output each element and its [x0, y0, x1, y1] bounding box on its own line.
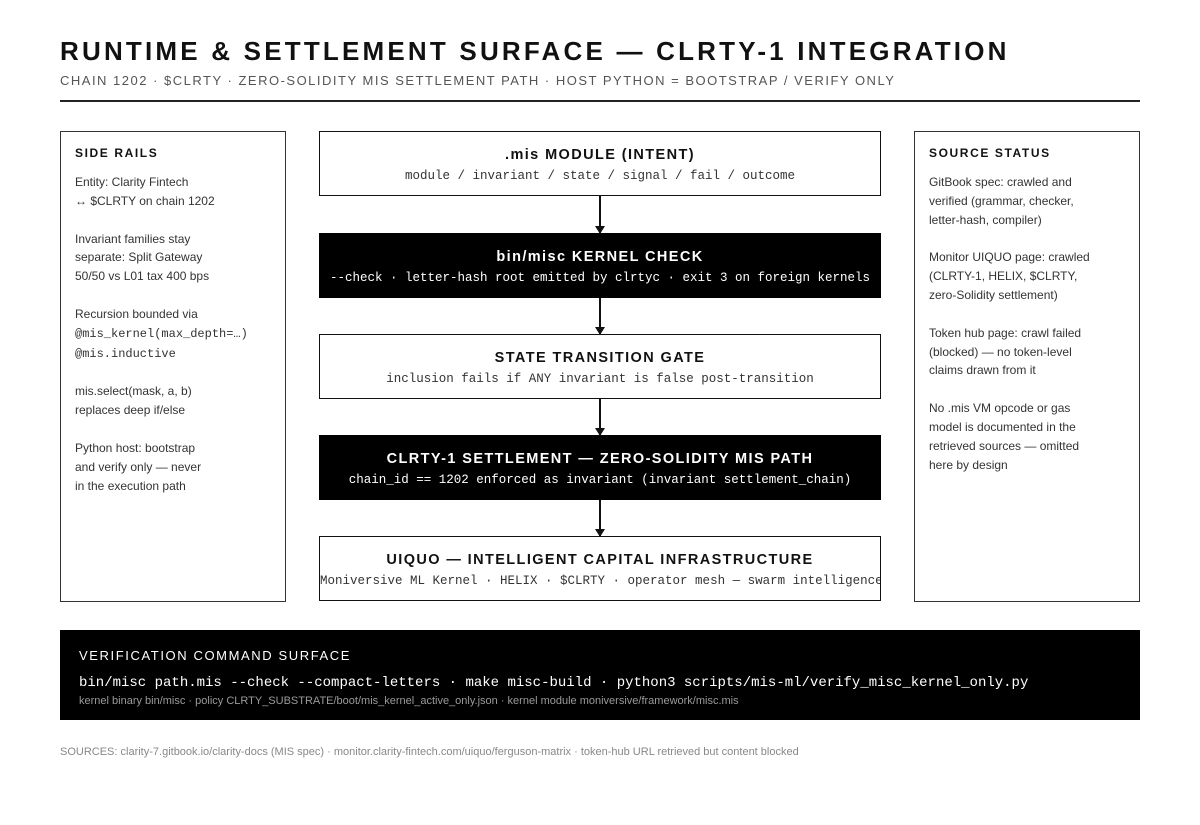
uiquo-box: UIQUO — INTELLIGENT CAPITAL INFRASTRUCTU… — [319, 536, 881, 601]
python-line: in the execution path — [75, 478, 186, 493]
invariant-families-note: Invariant families stay separate: Split … — [75, 230, 271, 286]
recursion-decorator: @mis.inductive — [75, 346, 176, 361]
command-line: bin/misc path.mis --check --compact-lett… — [79, 675, 1029, 691]
entity-line: ↔ $CLRTY on chain 1202 — [75, 193, 215, 208]
sources-footer: SOURCES: clarity-7.gitbook.io/clarity-do… — [60, 746, 799, 758]
side-rails-panel: SIDE RAILS Entity: Clarity Fintech ↔ $CL… — [60, 131, 286, 602]
token-line: (blocked) — no token-level — [929, 344, 1072, 359]
mis-module-sub: module / invariant / state / signal / fa… — [404, 169, 796, 183]
monitor-line: (CLRTY-1, HELIX, $CLRTY, — [929, 269, 1078, 284]
select-line: replaces deep if/else — [75, 403, 186, 418]
flow-arrow — [595, 298, 605, 335]
python-host-note: Python host: bootstrap and verify only —… — [75, 439, 271, 495]
entity-line: Entity: Clarity Fintech — [75, 175, 189, 189]
command-note: kernel binary bin/misc · policy CLRTY_SU… — [79, 695, 739, 707]
python-line: Python host: bootstrap — [75, 440, 196, 455]
flow-arrow — [595, 399, 605, 436]
gitbook-line: GitBook spec: crawled and — [929, 175, 1072, 189]
recursion-line: Recursion bounded via — [75, 306, 198, 321]
uiquo-title: UIQUO — INTELLIGENT CAPITAL INFRASTRUCTU… — [386, 552, 814, 568]
entity-note: Entity: Clarity Fintech ↔ $CLRTY on chai… — [75, 173, 271, 211]
settlement-sub: chain_id == 1202 enforced as invariant (… — [348, 473, 852, 487]
state-gate-box: STATE TRANSITION GATE inclusion fails if… — [319, 334, 881, 399]
monitor-status: Monitor UIQUO page: crawled (CLRTY-1, HE… — [929, 248, 1125, 304]
token-line: Token hub page: crawl failed — [929, 325, 1082, 340]
invariant-line: 50/50 vs L01 tax 400 bps — [75, 269, 210, 284]
invariant-line: separate: Split Gateway — [75, 250, 203, 265]
flow-arrow — [595, 196, 605, 234]
state-gate-title: STATE TRANSITION GATE — [494, 350, 706, 366]
token-line: claims drawn from it — [929, 363, 1036, 378]
vm-line: retrieved sources — omitted — [929, 438, 1080, 453]
command-surface-heading: VERIFICATION COMMAND SURFACE — [79, 648, 352, 663]
gitbook-line: verified (grammar, checker, — [929, 193, 1074, 208]
select-note: mis.select(mask, a, b) replaces deep if/… — [75, 382, 271, 420]
state-gate-sub: inclusion fails if ANY invariant is fals… — [386, 372, 814, 386]
source-status-panel: SOURCE STATUS GitBook spec: crawled and … — [914, 131, 1140, 602]
kernel-check-title: bin/misc KERNEL CHECK — [496, 249, 704, 265]
vm-line: No .mis VM opcode or gas — [929, 401, 1071, 416]
header-divider — [60, 100, 1140, 102]
settlement-title: CLRTY-1 SETTLEMENT — ZERO-SOLIDITY MIS P… — [386, 451, 814, 467]
vm-line: model is documented in the — [929, 419, 1076, 434]
python-line: and verify only — never — [75, 459, 202, 474]
mis-module-box: .mis MODULE (INTENT) module / invariant … — [319, 131, 881, 196]
source-status-heading: SOURCE STATUS — [929, 146, 1051, 160]
recursion-decorator: @mis_kernel(max_depth=…) — [75, 326, 248, 341]
settlement-box: CLRTY-1 SETTLEMENT — ZERO-SOLIDITY MIS P… — [319, 435, 881, 500]
page-title: RUNTIME & SETTLEMENT SURFACE — CLRTY-1 I… — [60, 36, 1010, 66]
kernel-check-box: bin/misc KERNEL CHECK --check · letter-h… — [319, 233, 881, 298]
gitbook-line: letter-hash, compiler) — [929, 212, 1042, 227]
page-subtitle: CHAIN 1202 · $CLRTY · ZERO-SOLIDITY MIS … — [60, 73, 896, 88]
mis-module-title: .mis MODULE (INTENT) — [505, 147, 695, 163]
gitbook-status: GitBook spec: crawled and verified (gram… — [929, 173, 1125, 229]
invariant-line: Invariant families stay — [75, 231, 191, 246]
recursion-note: Recursion bounded via @mis_kernel(max_de… — [75, 305, 271, 363]
flow-arrow — [595, 500, 605, 537]
vm-status: No .mis VM opcode or gas model is docume… — [929, 399, 1125, 474]
verification-command-surface: VERIFICATION COMMAND SURFACE bin/misc pa… — [60, 630, 1140, 720]
token-hub-status: Token hub page: crawl failed (blocked) —… — [929, 324, 1125, 380]
uiquo-sub: Moniversive ML Kernel · HELIX · $CLRTY ·… — [320, 574, 881, 588]
vm-line: here by design — [929, 457, 1008, 472]
kernel-check-sub: --check · letter-hash root emitted by cl… — [329, 271, 871, 285]
monitor-line: zero-Solidity settlement) — [929, 287, 1058, 302]
select-line: mis.select(mask, a, b) — [75, 384, 192, 399]
side-rails-heading: SIDE RAILS — [75, 146, 159, 160]
monitor-line: Monitor UIQUO page: crawled — [929, 250, 1090, 265]
